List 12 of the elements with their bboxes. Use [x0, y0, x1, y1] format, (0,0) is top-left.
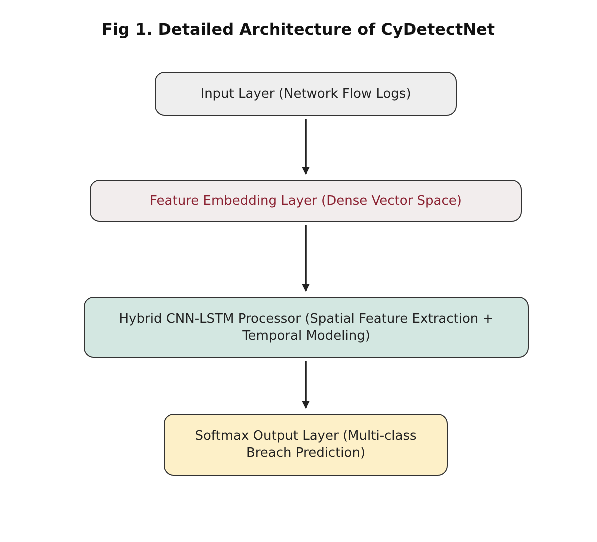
arrow	[302, 119, 310, 175]
layer-label: Input Layer (Network Flow Logs)	[200, 86, 412, 102]
layer-label: Feature Embedding Layer (Dense Vector Space)	[150, 192, 462, 210]
arrow	[302, 225, 310, 292]
layer-box	[155, 72, 457, 116]
layer-label: Softmax Output Layer (Multi-class Breach Prediction)	[194, 428, 418, 462]
diagram-title: Fig 1. Detailed Architecture of CyDetectNet	[101, 19, 496, 41]
layer-box	[164, 414, 448, 476]
layer-box	[84, 297, 529, 358]
layer-box	[90, 180, 522, 222]
arrow	[302, 361, 310, 409]
layer-label: Hybrid CNN-LSTM Processor (Spatial Feature Extraction + Temporal Modeling)	[118, 310, 495, 344]
